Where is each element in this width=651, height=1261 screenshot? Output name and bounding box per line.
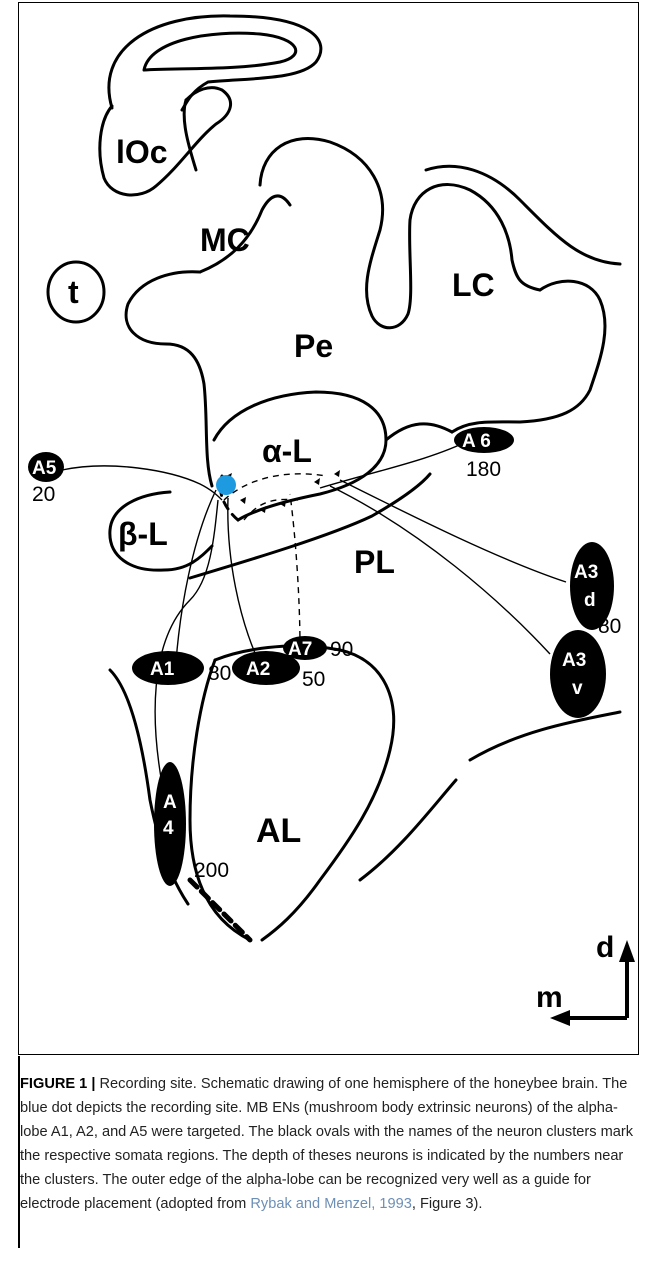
region-label-ioc: lOc [116,134,168,170]
ocellus-outline [107,14,323,112]
al-left [188,658,252,942]
region-label-al: AL [256,812,301,850]
arrowhead [334,470,340,477]
depth-a5: 20 [32,483,55,506]
cluster-label-a4-2: 4 [163,818,174,839]
a3v-neurite [329,485,551,655]
orientation-label-m: m [536,981,563,1014]
t-outline [46,260,106,324]
a3d-soma [570,542,614,630]
recording-site-dot [216,475,236,495]
cluster-label-a6: A 6 [462,431,491,452]
al-bottom-dash [187,877,253,943]
reference-link[interactable]: Rybak and Menzel, 1993 [250,1196,412,1212]
pe-to-a6 [384,422,454,442]
cluster-label-a3v-2: v [572,678,583,699]
beta-lobe-outline [108,490,214,572]
cluster-label-a5: A5 [32,458,57,479]
figure-frame [18,2,639,1055]
calyx-outer [258,137,542,330]
depth-a6: 180 [466,458,501,481]
lc-outer [424,164,622,266]
a1-soma [132,651,204,685]
a6-neurite [319,439,471,489]
orientation-label-d: d [596,931,614,964]
cluster-label-a1: A1 [150,659,175,680]
a5-soma [28,452,64,482]
mc-outline [182,98,198,172]
a6-soma [454,427,514,453]
depth-a1: 80 [208,662,231,685]
depth-a7: 90 [330,638,353,661]
region-label-mc: MC [200,222,250,258]
a2-soma [232,651,300,685]
alpha-lobe-outline [212,390,388,522]
caption-separator: | [87,1076,100,1092]
cluster-label-a3d-1: A3 [574,562,598,583]
depth-a4: 200 [194,859,229,882]
al-right-lower [358,778,458,882]
cluster-label-a2: A2 [246,659,270,680]
arrowhead [280,500,286,507]
pl-outline [188,472,432,580]
peduncle-upper [198,194,292,274]
caption-text-end: , Figure 3). [411,1196,483,1212]
a3d-neurite [339,479,567,583]
region-label-alpha-lobe: α-L [262,433,312,469]
region-label-lc: LC [452,267,495,303]
inner-arc [223,473,327,521]
region-label-beta-lobe: β-L [118,516,168,552]
brain-schematic: lOc MC t LC Pe α-L β-L PL AL A5 A 6 A3 d… [28,14,635,1026]
figure-label: FIGURE 1 [20,1076,88,1092]
caption-text: Recording site. Schematic drawing of one… [20,1076,634,1212]
depth-a3d: 80 [598,615,621,638]
al-right-outer [468,710,622,762]
caption-rule [18,1056,20,1248]
cluster-label-a4-1: A [163,792,177,813]
figure-caption: FIGURE 1 | Recording site. Schematic dra… [20,1072,636,1216]
a7-soma [283,636,327,660]
lc-lower [450,279,607,434]
medial-arrow-icon [550,1010,570,1026]
a1-neurite [175,489,217,663]
arrowhead [260,506,266,513]
calyx-lower [124,270,214,488]
a4-soma [154,762,186,886]
dorsal-arrow-icon [619,940,635,962]
depth-a2: 50 [302,668,325,691]
a3v-soma [550,630,606,718]
ioc-outline [98,86,232,197]
arrowhead [240,497,246,504]
region-label-pl: PL [354,544,395,580]
cluster-label-a7: A7 [288,639,312,660]
cluster-label-a3v-1: A3 [562,650,586,671]
arrowhead [314,478,320,485]
a7-neurite [289,493,301,649]
region-label-t: t [68,274,79,310]
region-label-pe: Pe [294,328,333,364]
cluster-label-a3d-2: d [584,590,596,611]
a2-neurite [227,497,259,661]
a4-neurite [154,499,219,805]
ocellus-inner [142,31,298,72]
a5-neurite [61,465,223,501]
